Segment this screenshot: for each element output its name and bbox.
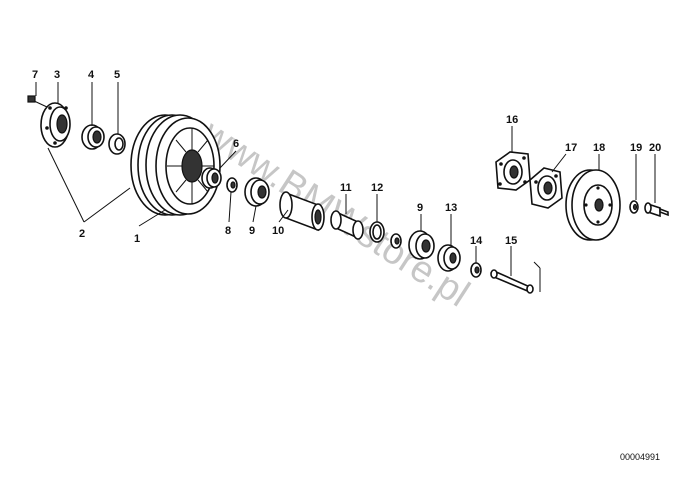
part-17-flange (529, 167, 563, 209)
label-20: 20 (649, 142, 661, 154)
label-17: 17 (565, 142, 577, 154)
catalog-number: 00004991 (620, 452, 660, 462)
label-15: 15 (505, 235, 517, 247)
part-14-washer (470, 262, 482, 278)
part-12-circlip (369, 221, 385, 243)
label-3: 3 (54, 69, 60, 81)
label-1: 1 (134, 233, 140, 245)
part-spacer-ring (390, 233, 402, 249)
part-20-bolt (644, 202, 669, 218)
part-1-wheel (130, 114, 221, 216)
part-19-washer (629, 200, 639, 214)
part-3-flange (40, 102, 71, 148)
label-2: 2 (79, 228, 85, 240)
label-8: 8 (225, 225, 231, 237)
part-10-spacer (279, 191, 325, 232)
label-9-left: 9 (249, 225, 255, 237)
part-13-bearing (437, 244, 461, 272)
label-16: 16 (506, 114, 518, 126)
label-13: 13 (445, 202, 457, 214)
label-9-right: 9 (417, 202, 423, 214)
label-5: 5 (114, 69, 120, 81)
label-10: 10 (272, 225, 284, 237)
label-11: 11 (340, 182, 352, 194)
label-6: 6 (233, 138, 239, 150)
part-11-tube (330, 210, 364, 240)
part-5-ring (108, 133, 126, 155)
label-19: 19 (630, 142, 642, 154)
label-12: 12 (371, 182, 383, 194)
part-18-disc (565, 169, 621, 241)
part-labels: 7 3 4 5 2 1 6 8 9 10 11 12 9 13 14 15 16… (32, 69, 661, 247)
part-9-bearing-left (244, 177, 270, 207)
label-14: 14 (470, 235, 483, 247)
part-4-seal (81, 124, 105, 150)
label-7: 7 (32, 69, 38, 81)
part-16-flange (495, 151, 531, 191)
label-18: 18 (593, 142, 605, 154)
part-6-sleeve (201, 167, 222, 189)
label-4: 4 (88, 69, 95, 81)
leader-lines (35, 82, 656, 276)
part-15-axle (490, 261, 541, 294)
part-7-screw (27, 95, 48, 108)
part-9-bearing-right (408, 230, 435, 260)
part-8-ring (226, 177, 238, 193)
